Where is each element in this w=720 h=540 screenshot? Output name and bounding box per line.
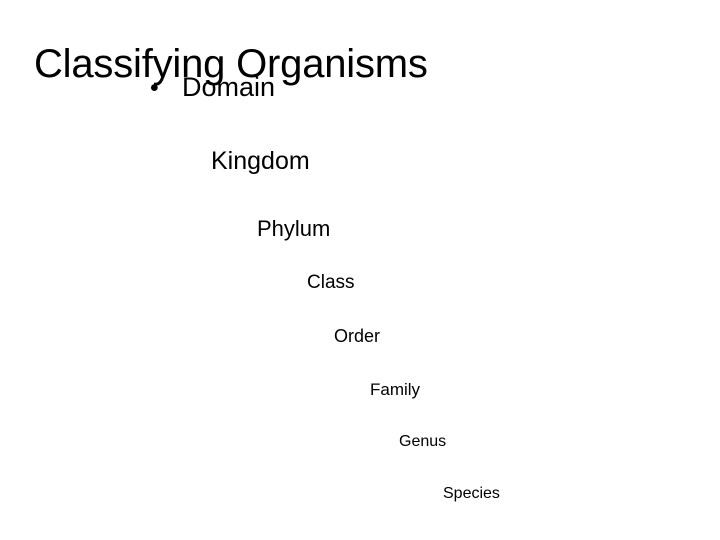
list-item-family: Family xyxy=(370,380,420,400)
list-item-domain: • Domain xyxy=(150,72,275,104)
list-item-genus: Genus xyxy=(399,433,446,451)
rank-label-phylum: Phylum xyxy=(257,216,331,241)
list-item-order: Order xyxy=(334,326,380,347)
rank-label-kingdom: Kingdom xyxy=(211,147,310,175)
rank-label-species: Species xyxy=(443,485,500,502)
list-item-kingdom: Kingdom xyxy=(211,147,310,176)
list-item-species: Species xyxy=(443,485,500,503)
rank-label-order: Order xyxy=(334,326,381,346)
rank-label-family: Family xyxy=(370,380,421,399)
list-item-phylum: Phylum xyxy=(257,216,330,241)
rank-label-domain: Domain xyxy=(182,72,276,102)
rank-label-class: Class xyxy=(307,272,355,293)
list-item-class: Class xyxy=(307,272,355,294)
bullet-icon: • xyxy=(150,75,159,102)
rank-label-genus: Genus xyxy=(399,433,447,450)
page-title: Classifying Organisms xyxy=(34,41,428,86)
